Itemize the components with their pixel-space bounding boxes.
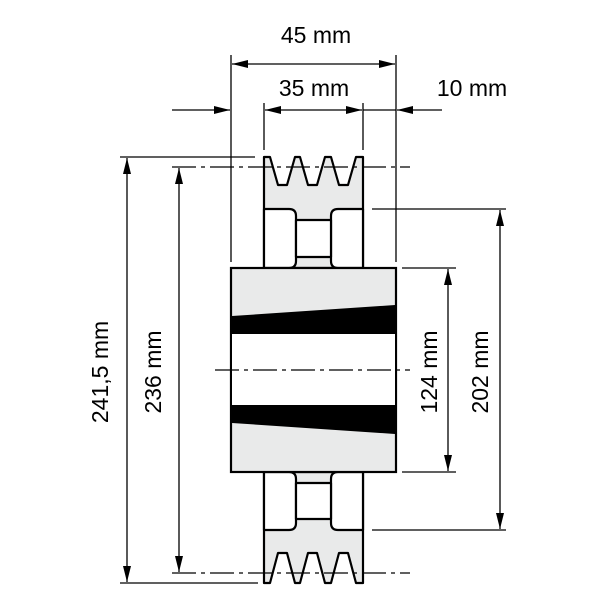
label-pitch-diameter: 236 mm [140,330,166,413]
taper-bushing-lower [232,405,395,434]
center-lines [172,166,410,574]
lower-pulley-section [262,470,365,585]
dimension-lines [123,60,504,582]
label-hub-diameter: 124 mm [416,330,442,413]
extension-lines [120,55,506,584]
upper-pulley-section [262,155,365,270]
taper-bushing-upper [232,305,395,334]
label-outer-diameter: 241,5 mm [87,321,113,423]
label-hub-offset: 10 mm [437,75,507,101]
label-recess-diameter: 202 mm [467,330,493,413]
label-groove-width: 35 mm [279,75,349,101]
label-overall-width: 45 mm [281,22,351,48]
